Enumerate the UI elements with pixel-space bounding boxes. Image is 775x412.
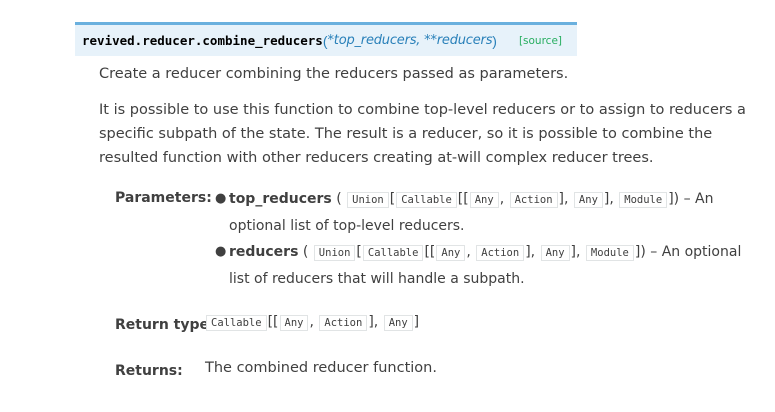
parameter-name: top_reducers	[229, 191, 332, 207]
summary-text: Create a reducer combining the reducers …	[99, 66, 569, 82]
type-link[interactable]: Any	[469, 192, 499, 208]
open-paren: (	[322, 32, 328, 49]
returns-value: The combined reducer function.	[205, 360, 437, 376]
type-link[interactable]: Any	[383, 315, 413, 331]
parameter-description: An optional list of top-level reducers.	[229, 191, 714, 234]
detail-text: It is possible to use this function to c…	[99, 102, 746, 166]
type-link[interactable]: Any	[279, 315, 309, 331]
type-link[interactable]: Action	[509, 192, 558, 208]
return-type-label: Return type:	[115, 317, 215, 333]
bullet-icon: ●	[215, 191, 227, 206]
type-link[interactable]: Callable	[396, 192, 457, 208]
type-link[interactable]: Action	[476, 245, 525, 261]
parameter-item-top-reducers: ● top_reducers ( Union[Callable[[Any, Ac…	[212, 186, 760, 239]
parameter-list: ● top_reducers ( Union[Callable[[Any, Ac…	[212, 186, 760, 292]
parameter-name: reducers	[229, 244, 299, 260]
source-link[interactable]: [source]	[518, 34, 562, 47]
parameter-item-reducers: ● reducers ( Union[Callable[[Any, Action…	[212, 239, 760, 292]
returns-label: Returns:	[115, 363, 183, 379]
close-paren: )	[492, 32, 497, 49]
type-link[interactable]: Action	[319, 315, 368, 331]
type-link[interactable]: Module	[619, 192, 668, 208]
type-link[interactable]: Callable	[206, 315, 267, 331]
type-link[interactable]: Callable	[362, 245, 424, 261]
return-type-value: Callable[[Any, Action], Any]	[205, 314, 419, 331]
type-link[interactable]: Any	[436, 245, 466, 261]
type-link[interactable]: Module	[585, 245, 634, 261]
function-qualified-name: revived.reducer.combine_reducers	[82, 33, 323, 48]
type-link[interactable]: Any	[573, 192, 603, 208]
signature-params: *top_reducers, **reducers	[327, 33, 493, 48]
type-link[interactable]: Union	[313, 245, 356, 261]
function-signature: revived.reducer.combine_reducers(*top_re…	[75, 22, 577, 56]
parameters-label: Parameters:	[115, 190, 212, 206]
type-link[interactable]: Union	[347, 192, 389, 208]
parameter-description: An optional list of reducers that will h…	[229, 244, 742, 287]
bullet-icon: ●	[215, 244, 227, 259]
type-link[interactable]: Any	[540, 245, 570, 261]
